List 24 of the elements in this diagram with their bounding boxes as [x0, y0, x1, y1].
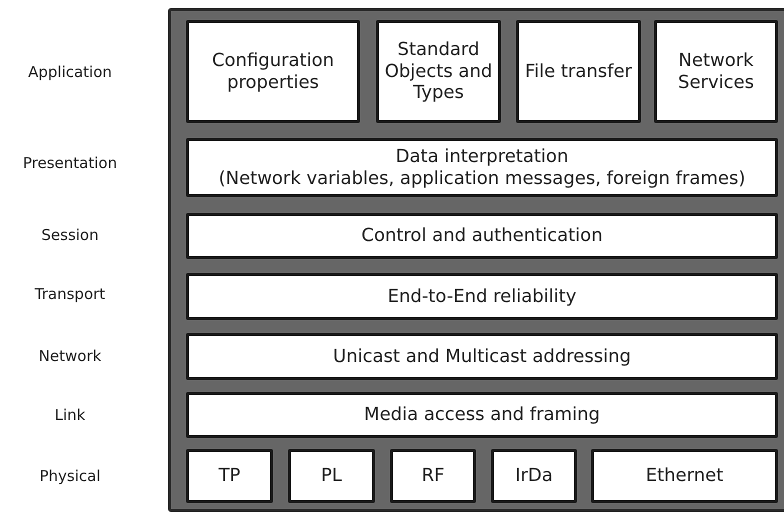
layer-box: RF — [390, 449, 476, 503]
layer-box: PL — [288, 449, 375, 503]
layer-box: Unicast and Multicast addressing — [186, 333, 778, 380]
layer-box: End-to-End reliability — [186, 273, 778, 320]
layer-box: Ethernet — [591, 449, 778, 503]
layer-name: Physical — [38, 467, 102, 485]
layer-box: IrDa — [491, 449, 577, 503]
layer-name: Application — [27, 63, 113, 81]
layer-name: Transport — [34, 285, 106, 303]
box-text: (Network variables, application messages, foreign frames) — [218, 168, 746, 190]
layer-box: Media access and framing — [186, 392, 778, 438]
layer-box — [186, 138, 778, 197]
layer-box: Standard Objects and Types — [376, 20, 501, 123]
layer-name: Link — [54, 406, 86, 424]
stack-panel — [168, 8, 784, 512]
layer-box: Configuration properties — [186, 20, 360, 123]
layer-name: Session — [40, 226, 100, 244]
layer-box: Network Services — [654, 20, 778, 123]
layer-name: Network — [38, 347, 102, 365]
box-heading: Data interpretation — [396, 146, 568, 168]
layer-box: File transfer — [516, 20, 641, 123]
layer-box: TP — [186, 449, 273, 503]
layer-box: Control and authentication — [186, 213, 778, 259]
layer-name: Presentation — [22, 154, 118, 172]
